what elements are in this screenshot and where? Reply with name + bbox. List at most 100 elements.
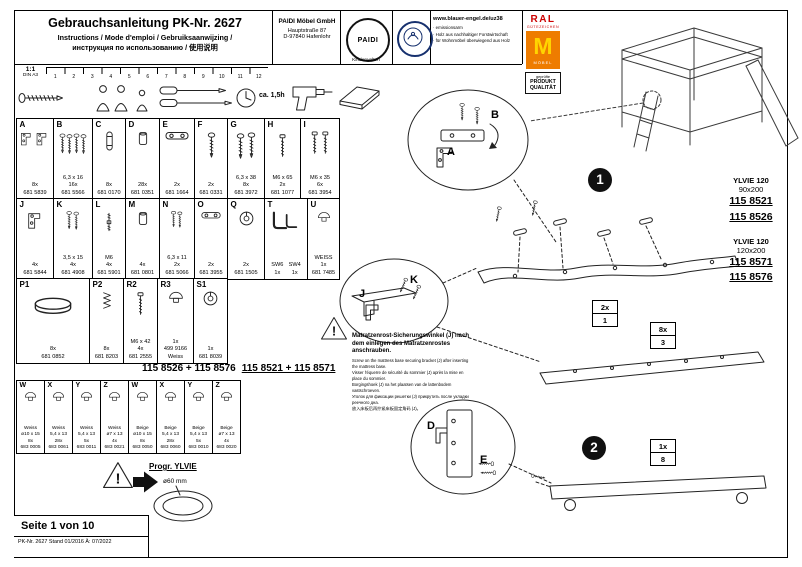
part-letter: Z [103,382,108,389]
quality-badge: geprüfte PRODUKT QUALITÄT [525,72,561,94]
ruler-number: 6 [146,74,150,80]
part-qty: 8x [139,438,146,444]
cap-icon [192,391,205,401]
detail-label-k: K [410,274,418,286]
cap-color: Beige [220,426,233,432]
page-title: Gebrauchsanleitung PK-Nr. 2627 [48,16,242,30]
warning-line: Borgingshoek (J) na het plaatsen van de … [352,381,452,393]
combo-codes: 115 8526 + 115 8576 115 8521 + 115 8571 [142,363,335,374]
part-letter: Y [75,382,81,389]
persons-icon [96,85,148,112]
part-num: 681 4908 [61,269,85,276]
count-qty: 2x [593,301,617,314]
cam-lock-icon [239,211,253,226]
part-qty: 8x [243,182,249,189]
count-box: 1x 8 [650,439,676,466]
part-qty: 28x [137,182,148,189]
part-num: 683 0020 [216,444,237,450]
warning-headline: Matratzenrost-Sicherungswinkel (J) nach … [352,333,470,354]
part-qty: 28x [166,438,175,444]
ruler-number: 8 [183,74,187,80]
ruler-number: 12 [255,74,262,80]
part-letter: O [197,200,204,209]
part-qty: 4x [32,262,38,269]
ruler-number: 7 [164,74,168,80]
goldenes-m-caption: MÖBEL [533,60,553,65]
part-note: Weiss [167,353,184,360]
part-qty: 4x [111,438,118,444]
dr [292,86,333,111]
part-letter: E [162,120,168,129]
part-num: 683 0010 [188,444,209,450]
part-num: 683 0021 [104,444,125,450]
warning-triangle-icon: ! [103,462,133,489]
part-num: 681 3955 [199,269,223,276]
ruler-numbers: 1 2 3 4 5 6 7 8 9 10 11 12 [46,74,268,80]
blauer-engel-logo-icon [397,21,433,57]
part-letter: N [162,200,169,209]
part-dim: 6,3 x 11 [167,255,187,262]
eco-label-line: · emissionsarm [433,25,463,30]
ral-label-block: RAL GÜTEZEICHEN M MÖBEL geprüfte PRODUKT… [524,14,562,94]
detail-circle-d-e [410,399,552,495]
part-dim: ø7 x 13 [106,432,123,438]
part-num: 683 0011 [76,444,97,450]
part-dim: ø7 x 13 [218,432,235,438]
ruler-number: 3 [90,74,94,80]
part-num: 681 0801 [130,269,155,276]
count-qty: 1x [651,440,675,453]
cap-color: Beige [164,426,177,432]
combo-right: 115 8521 + 115 8571 [241,363,336,374]
part-letter: J [19,200,24,209]
scale-block: 1:1 DIN A3 [17,66,44,78]
detail-circle-a-b [407,89,557,243]
scale-ratio: 1:1 [25,66,36,73]
part-dim: M6 [105,255,113,262]
ruler-number: 10 [218,74,225,80]
detail-label-d: D [427,420,435,432]
part-num: 681 0331 [199,189,223,196]
part-dim: 5,4 x 13 [189,432,208,438]
warning-line: Screw on the mattress base securing brac… [352,357,469,369]
part-letter: W [131,382,139,389]
page-indicator: Seite 1 von 10 [21,520,95,532]
part-dim: 5,4 x 13 [49,432,68,438]
part-qty: 4x [139,262,146,269]
cap-color: Weiss [52,426,65,432]
footer-meta: PK-Nr. 2627 Stand 01/2016 Ä: 07/2022 [14,536,148,545]
part-num: 681 1505 [234,269,258,276]
warning-line: Visser l'équerre de sécurité du sommier … [352,369,464,381]
cam-lock-icon [203,291,218,306]
count-ref: 3 [660,337,666,347]
part-num: 681 5566 [61,189,85,196]
part-dim: 5,4 x 13 [161,432,180,438]
part-letter: Z [215,382,220,389]
count-ref: 1 [602,315,608,325]
part-qty: 1x [207,346,214,353]
part-qty: 2x [208,182,214,189]
part-letter: C [95,120,102,129]
sleeve-icon [138,212,147,225]
part-letter: P2 [92,280,103,289]
warning-triangle-icon: ! [321,317,347,340]
step-1-badge: 1 [588,168,612,192]
paidi-logo-text: PAIDI [357,36,379,44]
product-code: 115 8576 [729,271,773,284]
part-dim: SW6 [271,262,284,269]
part-qty: 1x [274,269,281,276]
part-letter: I [303,120,306,129]
part-dim: 6,3 x 38 [236,175,256,182]
goldenes-m-letter: M [533,33,553,59]
screw-icon [236,132,256,159]
paidi-logo-icon: PAIDI [346,18,390,62]
part-qty: 8x [50,346,56,353]
part-qty: 5x [83,438,90,444]
